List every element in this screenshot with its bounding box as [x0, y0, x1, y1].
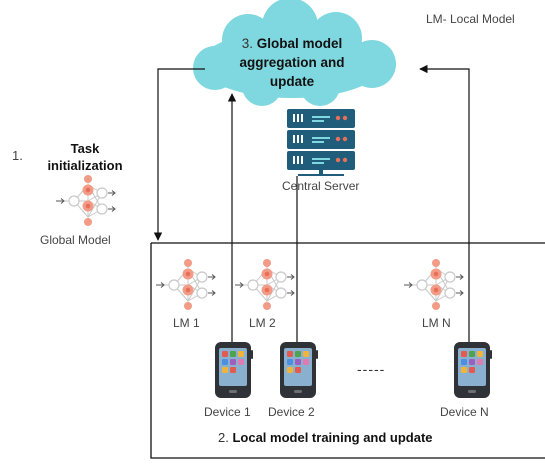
cloud-icon — [193, 0, 396, 106]
task-title-line1: Task — [70, 141, 100, 156]
aggregation-step-number: 3. — [241, 36, 253, 51]
device-ellipsis: ----- — [357, 361, 386, 377]
lm2-label: LM 2 — [249, 316, 276, 330]
flow-arrows — [153, 64, 470, 345]
aggregation-title: 3. Global model aggregation and update — [212, 34, 372, 91]
task-title-line2: initialization — [47, 158, 123, 173]
global-model-network-icon — [55, 174, 116, 227]
aggregation-title-line2: aggregation and — [239, 55, 345, 70]
central-server-label: Central Server — [282, 179, 360, 193]
training-title-text: Local model training and update — [232, 430, 433, 445]
aggregation-title-line3: update — [269, 74, 315, 89]
device1-label: Device 1 — [204, 405, 251, 419]
aggregation-title-line1: Global model — [256, 36, 343, 51]
devicen-label: Device N — [440, 405, 489, 419]
arrow-cloud-to-box — [153, 68, 205, 241]
server-icon — [287, 109, 355, 176]
device2-label: Device 2 — [268, 405, 315, 419]
training-title: 2. Local model training and update — [218, 430, 433, 445]
lmn-label: LM N — [422, 316, 451, 330]
devicen-smartphone-icon — [454, 342, 492, 398]
task-step-number: 1. — [12, 148, 23, 163]
lm1-label: LM 1 — [173, 316, 200, 330]
task-title: Task initialization — [42, 140, 128, 174]
training-step-number: 2. — [218, 430, 229, 445]
lmn-network-icon — [403, 258, 464, 311]
legend-text: LM- Local Model — [426, 12, 515, 26]
local-training-box — [150, 242, 545, 459]
global-model-label: Global Model — [40, 233, 111, 247]
device1-smartphone-icon — [215, 342, 253, 398]
device2-smartphone-icon — [280, 342, 318, 398]
lm1-network-icon — [155, 258, 216, 311]
arrow-box-to-cloud-right — [419, 64, 470, 345]
lm2-network-icon — [234, 258, 295, 311]
